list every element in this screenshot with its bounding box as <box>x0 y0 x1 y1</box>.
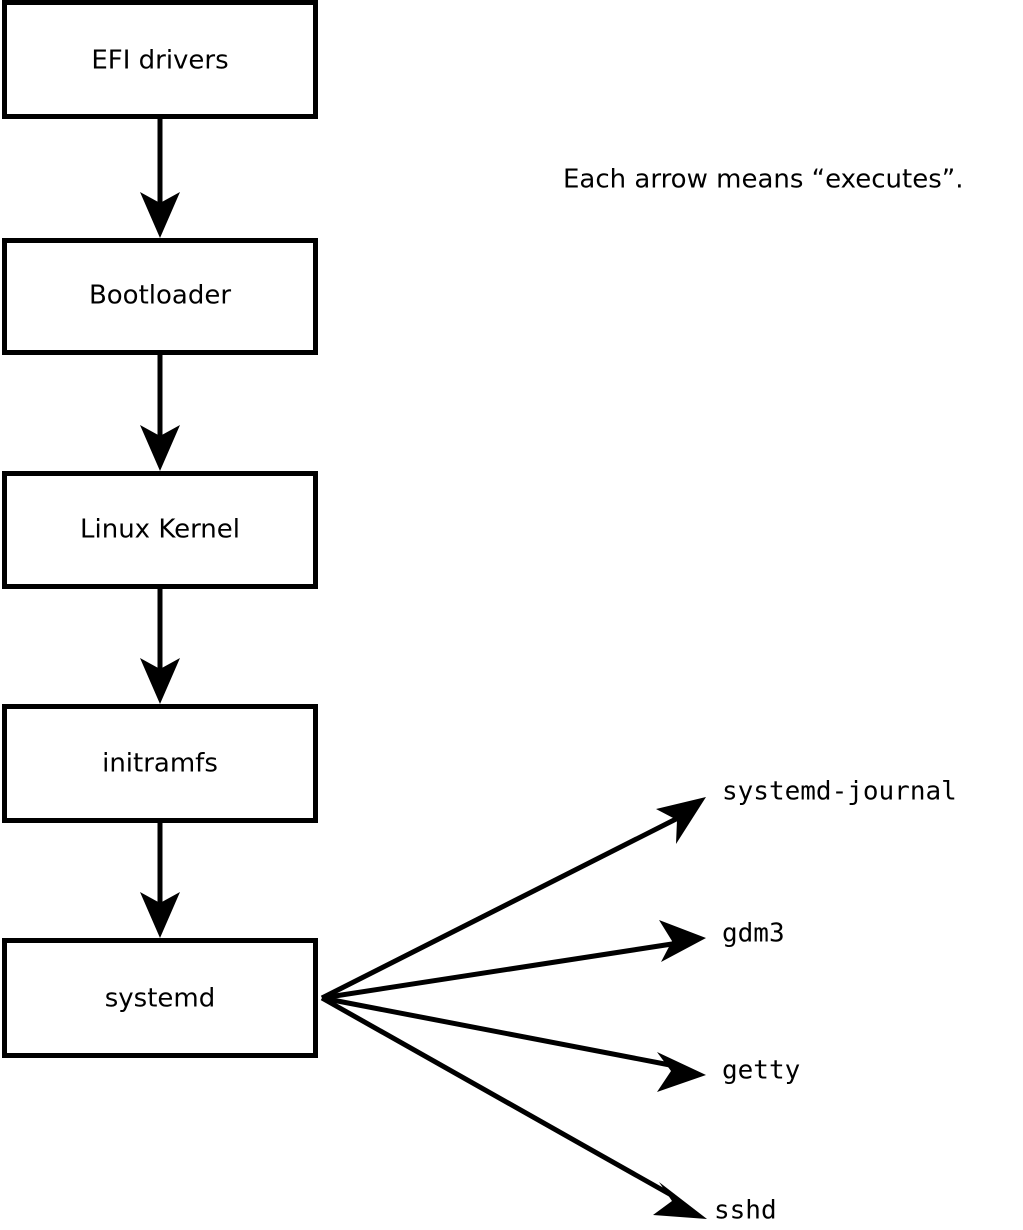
service-label-getty: getty <box>722 1056 800 1086</box>
arrow-systemd-to-sshd <box>320 995 707 1219</box>
service-label-gdm3: gdm3 <box>722 919 785 949</box>
arrow-bootloader-to-linux-kernel <box>140 353 180 471</box>
arrow-linux-kernel-to-initramfs <box>140 587 180 704</box>
diagram-caption: Each arrow means “executes”. <box>563 165 964 195</box>
node-box-linux-kernel[interactable] <box>2 471 318 589</box>
node-box-efi-drivers[interactable] <box>2 0 318 119</box>
node-linux-kernel[interactable]: Linux Kernel <box>2 471 318 589</box>
node-systemd[interactable]: systemd <box>2 938 318 1058</box>
arrow-efi-drivers-to-bootloader <box>140 118 180 238</box>
node-label-linux-kernel: Linux Kernel <box>80 515 240 545</box>
service-label-sshd: sshd <box>714 1196 777 1226</box>
service-label-systemd-journal: systemd-journal <box>722 777 957 807</box>
node-label-initramfs: initramfs <box>102 749 218 779</box>
node-label-efi-drivers: EFI drivers <box>91 46 228 76</box>
node-label-systemd: systemd <box>105 984 216 1014</box>
node-label-bootloader: Bootloader <box>89 281 231 311</box>
node-box-bootloader[interactable] <box>2 238 318 355</box>
node-box-initramfs[interactable] <box>2 704 318 823</box>
node-bootloader[interactable]: Bootloader <box>2 238 318 355</box>
arrow-initramfs-to-systemd <box>140 821 180 938</box>
arrow-systemd-to-systemd-journal <box>320 797 706 1001</box>
node-initramfs[interactable]: initramfs <box>2 704 318 823</box>
arrow-systemd-to-getty <box>321 995 706 1092</box>
node-box-systemd[interactable] <box>2 938 318 1058</box>
arrow-systemd-to-gdm3 <box>321 920 706 1001</box>
node-efi-drivers[interactable]: EFI drivers <box>2 0 318 119</box>
